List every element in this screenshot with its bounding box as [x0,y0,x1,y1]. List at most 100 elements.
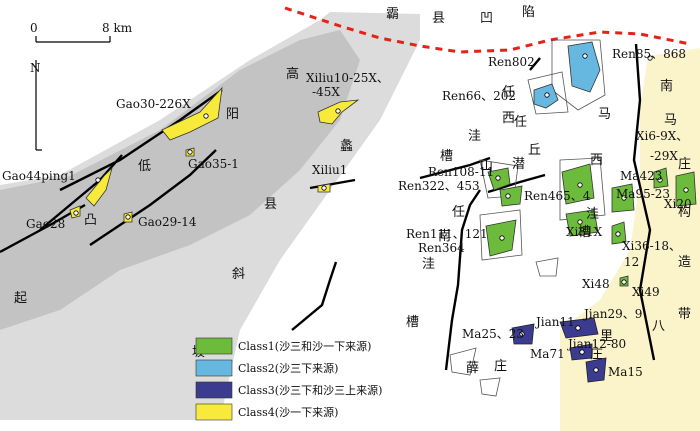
fault [309,178,356,190]
legend-label: Class1(沙三和沙一下来源) [238,339,371,353]
well-labels: Ren802 Ren66、202 Ren85、868 Xiliu10-25X、 … [2,47,692,379]
region-char: 任 [502,85,515,100]
well-label: Ren108-11 [428,165,494,179]
well-label: Gao44ping1 [2,169,76,183]
region-char: 带 [678,307,691,322]
legend-swatch [195,381,233,399]
region-char: 槽 [578,225,591,240]
region-char: 南 [660,78,673,94]
maxi-zone [560,48,700,431]
well-label: Gao30-226X [116,97,191,111]
well-label: Xi20 [664,197,692,211]
region-char: 凸 [84,213,97,228]
region-labels: 霸 县 凹 陷 高 阳 蠡 县 起 斜 坡 低 凸 任 西 洼 槽 任 丘 山 … [14,5,691,376]
region-char: 庄 [590,346,603,362]
well-label: Xi48 [582,277,610,291]
legend-swatch [195,359,233,377]
well-label: -45X [312,85,340,99]
region-char: 蠡 [340,138,353,154]
region-char: 县 [264,197,277,212]
well-label: Xiliu10-25X、 [306,71,389,85]
well-label: Ma71 [530,347,565,361]
class1-area [499,185,523,207]
region-char: 洼 [468,129,481,144]
well-label: Jian11 [534,315,575,329]
region-char: 庄 [678,156,691,172]
region-char: 潜 [512,157,525,172]
well-markers [73,53,689,373]
region-char: 构 [678,205,691,220]
outline-polygons [449,39,606,397]
legend-label: Class3(沙三下和沙三上来源) [238,383,382,397]
well-label: Xi31X [566,225,603,239]
well-label: Xi49 [632,285,660,299]
legend-label: Class2(沙三下来源) [238,361,338,375]
scale-bar: 0 8 km [30,21,133,43]
well-label: Gao28 [26,217,65,231]
class4-area [161,86,223,141]
well-label: Xi6-9X、 [636,129,688,143]
region-char: 凹 [480,11,493,26]
fault [59,89,223,192]
region-char: 马 [664,113,677,128]
slope-band-dark [0,30,360,330]
class2-area [567,41,601,93]
faults [0,43,656,371]
region-char: 槽 [440,149,453,164]
well-label: Ren364 [418,241,465,255]
well-label: Xiliu1 [312,163,347,177]
region-char: 低 [138,159,151,174]
scale-zero: 0 [30,21,38,35]
region-char: 任 [514,115,527,130]
well-label: Ren66、202 [442,89,516,103]
north-arrow: N [30,60,42,151]
scale-distance: 8 km [102,21,133,35]
well-label: Ren465、4 [524,189,591,203]
region-char: 山 [480,159,493,174]
well-label: -29X [650,149,678,163]
region-char: 八 [652,319,665,334]
region-char: 阳 [226,107,239,122]
bazhou-boundary [284,6,691,54]
region-char: 斜 [232,267,245,282]
well-label: Ma423 [620,169,662,183]
well-label: Xi36-18、 [622,239,681,253]
class4-area [85,166,113,207]
region-char: 高 [286,66,299,82]
region-char: 县 [432,11,445,26]
legend: Class1(沙三和沙一下来源) Class2(沙三下来源) Class3(沙三… [195,337,382,421]
well-label: Ren111、121 [406,227,488,241]
well-label: Ma25、23 [462,327,524,341]
well-label: Ma95-23 [616,187,670,201]
fault [291,261,338,331]
well-label: Jian29、9 [582,307,642,321]
region-char: 南 [438,228,451,244]
fault [632,43,656,361]
well-label: Gao29-14 [138,215,197,229]
region-char: 槽 [406,315,419,330]
fault [39,154,123,231]
region-char: 薛 [466,361,479,376]
region-char: 造 [678,255,691,270]
north-label: N [30,61,41,75]
well-label: Ren85、868 [612,47,686,61]
well-label: Jian12-80 [566,337,626,351]
region-char: 起 [14,291,27,306]
class2-areas [533,41,601,109]
region-char: 丘 [528,143,541,158]
region-char: 西 [590,153,603,168]
region-char: 里 [600,329,613,344]
well-label: Gao35-1 [188,157,239,171]
well-label: 12 [624,255,639,269]
region-char: 庄 [494,358,507,374]
legend-swatch [195,403,233,421]
region-char: 洼 [586,207,599,222]
region-char: 洼 [422,257,435,272]
region-char: 马 [598,107,611,122]
region-char: 西 [502,111,515,126]
legend-swatch [195,337,233,355]
fault [89,149,217,246]
well-label: Ma15 [608,365,643,379]
